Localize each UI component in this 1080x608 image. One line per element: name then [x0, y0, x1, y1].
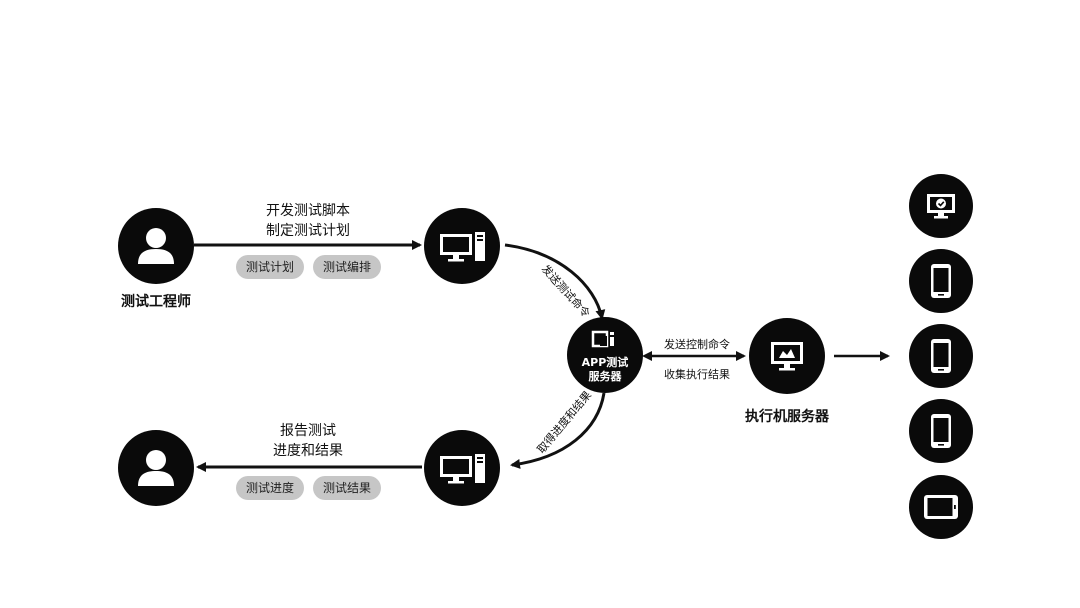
- dev-computer-node: [424, 208, 500, 284]
- exec-server-label: 执行机服务器: [745, 409, 829, 425]
- report-user-avatar: [118, 430, 194, 506]
- arc-send-command: [504, 243, 606, 320]
- pill-test-orchestration: 测试编排: [313, 255, 381, 279]
- app-server-line1: APP测试: [581, 356, 629, 369]
- exec-server-node: [749, 318, 825, 394]
- tablet-icon: [924, 495, 958, 519]
- arc-get-progress: [510, 392, 606, 469]
- phone-icon: [931, 414, 951, 448]
- device-phone-1: [909, 249, 973, 313]
- device-monitor: [909, 174, 973, 238]
- top-flow-line1: 开发测试脚本: [266, 203, 350, 219]
- app-test-server-node: APP测试 服务器: [567, 317, 643, 393]
- user-icon: [138, 228, 174, 264]
- desktop-computer-icon: [440, 454, 485, 484]
- phone-icon: [931, 264, 951, 298]
- engineer-label: 测试工程师: [121, 294, 191, 310]
- device-phone-2: [909, 324, 973, 388]
- device-tablet: [909, 475, 973, 539]
- app-logo-icon: [591, 330, 614, 348]
- monitor-settings-icon: [771, 342, 803, 371]
- app-server-line2: 服务器: [588, 370, 622, 383]
- report-computer-node: [424, 430, 500, 506]
- exec-link-bottom-label: 收集执行结果: [664, 368, 730, 381]
- engineer-avatar: [118, 208, 194, 284]
- phone-icon: [931, 339, 951, 373]
- user-icon: [138, 450, 174, 486]
- pill-test-result: 测试结果: [313, 476, 381, 500]
- device-phone-3: [909, 399, 973, 463]
- bottom-flow-line1: 报告测试: [280, 423, 336, 439]
- pill-test-plan: 测试计划: [236, 255, 304, 279]
- exec-link-top-label: 发送控制命令: [664, 338, 730, 351]
- bottom-flow-line2: 进度和结果: [273, 443, 343, 459]
- desktop-computer-icon: [440, 232, 485, 262]
- pill-test-progress: 测试进度: [236, 476, 304, 500]
- monitor-check-icon: [927, 194, 955, 219]
- top-flow-line2: 制定测试计划: [266, 223, 350, 239]
